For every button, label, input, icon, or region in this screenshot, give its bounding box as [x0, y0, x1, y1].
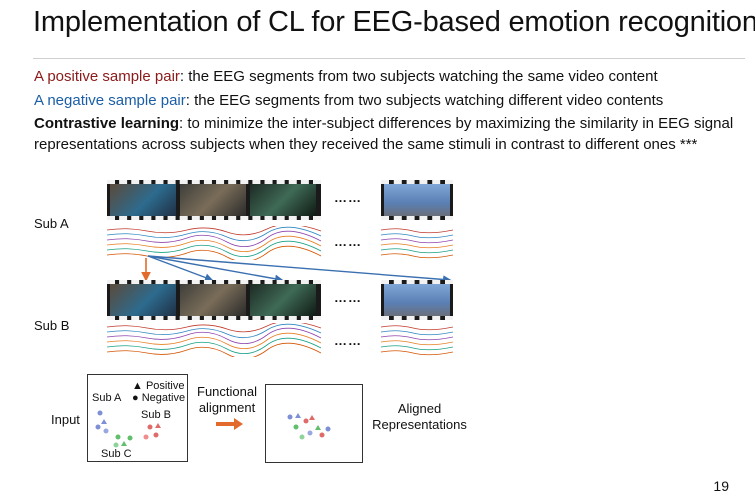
sub-b-video-strip — [107, 280, 321, 320]
legend-positive-label: Positive — [145, 380, 185, 392]
sub-b-cluster-label: Sub B — [141, 409, 171, 421]
negative-arrow — [147, 255, 452, 284]
input-label: Input — [51, 412, 80, 427]
contrastive-learning-line: Contrastive learning: to minimize the in… — [34, 113, 734, 155]
aligned-box — [265, 384, 363, 463]
legend-positive: ▲ Positive — [132, 380, 185, 392]
ellipsis: …… — [334, 234, 362, 249]
video-frame — [384, 184, 450, 216]
ellipsis: …… — [334, 190, 362, 205]
sub-b-label: Sub B — [34, 318, 70, 333]
video-frame — [250, 284, 316, 316]
video-frame — [180, 284, 246, 316]
contrastive-learning-text: : to minimize the inter-subject differen… — [34, 115, 734, 153]
alignment-arrow — [216, 418, 243, 430]
slide-title: Implementation of CL for EEG-based emoti… — [33, 6, 755, 38]
sub-a-cluster-label: Sub A — [92, 392, 122, 404]
ellipsis: …… — [334, 333, 362, 348]
title-divider — [33, 58, 745, 59]
video-frame — [384, 284, 450, 316]
sub-a-label: Sub A — [34, 216, 69, 231]
negative-pair-text: : the EEG segments from two subjects wat… — [185, 92, 664, 109]
negative-pair-label: A negative sample pair — [34, 92, 186, 109]
legend-negative: ● Negative — [132, 392, 186, 404]
positive-pair-label: A positive sample pair — [34, 68, 180, 85]
input-scatter — [95, 410, 161, 448]
video-frame — [110, 284, 176, 316]
input-box: ▲ Positive ● Negative Sub A Sub B Sub C — [87, 374, 188, 462]
aligned-scatter — [287, 413, 331, 440]
sub-a-eeg-traces — [107, 226, 453, 260]
sub-a-video-strip-last — [381, 180, 453, 220]
negative-arrow — [147, 255, 284, 283]
video-frame — [110, 184, 176, 216]
page-number: 19 — [713, 478, 729, 494]
sub-a-video-strip — [107, 180, 321, 220]
contrastive-learning-label: Contrastive learning — [34, 115, 180, 132]
video-frame — [180, 184, 246, 216]
video-frame — [250, 184, 316, 216]
positive-pair-line: A positive sample pair: the EEG segments… — [34, 66, 658, 87]
representations-label: Representations — [372, 417, 467, 432]
sub-b-eeg-traces — [107, 323, 453, 357]
aligned-label: Aligned — [397, 401, 442, 416]
legend-negative-label: Negative — [141, 392, 186, 404]
ellipsis: …… — [334, 290, 362, 305]
sub-b-video-strip-last — [381, 280, 453, 320]
negative-pair-line: A negative sample pair: the EEG segments… — [34, 90, 663, 111]
functional-label: Functional — [197, 384, 257, 399]
pair-arrows — [141, 255, 452, 284]
negative-arrow — [147, 255, 214, 282]
positive-pair-text: : the EEG segments from two subjects wat… — [179, 68, 658, 85]
sub-c-cluster-label: Sub C — [101, 448, 132, 460]
alignment-label: alignment — [198, 400, 256, 415]
